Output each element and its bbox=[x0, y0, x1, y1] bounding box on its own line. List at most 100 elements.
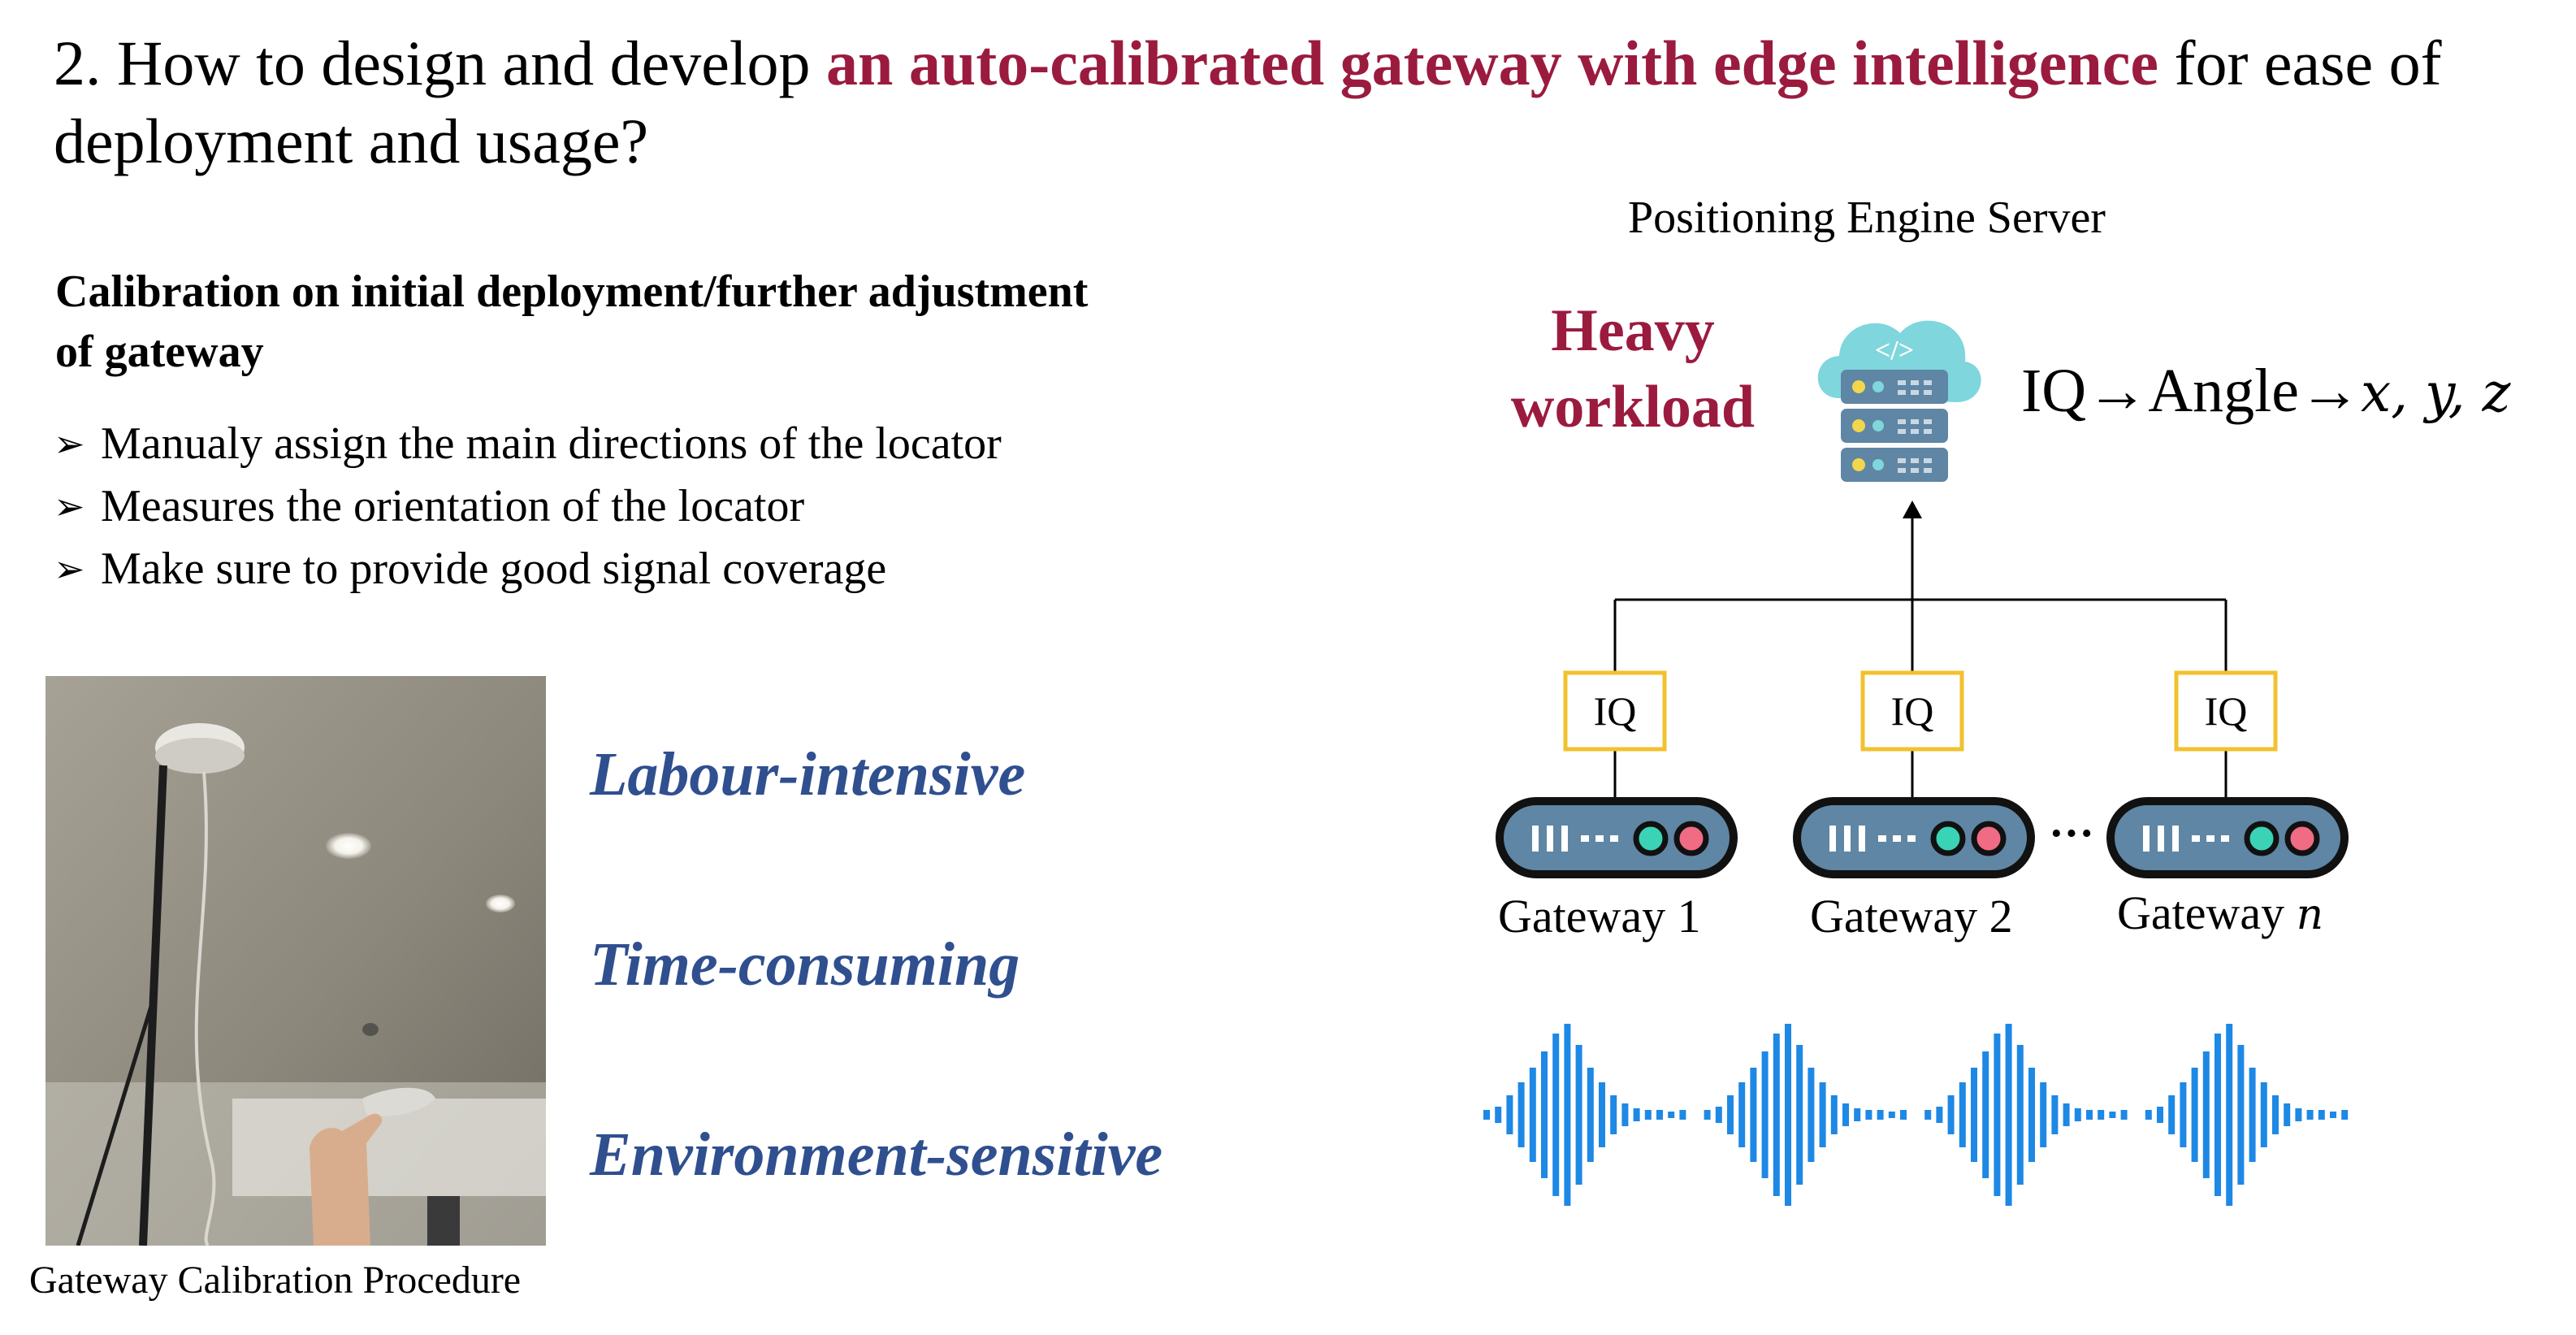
bullet-text: Measures the orientation of the locator bbox=[101, 481, 805, 531]
wave-bar bbox=[1785, 1024, 1791, 1206]
wave-bar bbox=[1656, 1110, 1663, 1120]
formula-sep: , bbox=[2391, 362, 2426, 424]
wave-bar bbox=[2330, 1112, 2336, 1118]
wave-bar bbox=[2120, 1110, 2128, 1120]
wave-bar bbox=[1982, 1051, 1989, 1178]
wave-bar bbox=[2051, 1095, 2059, 1134]
wave-bar bbox=[2295, 1108, 2302, 1121]
formula-arrow-icon: → bbox=[2298, 357, 2361, 425]
signal-wave-icon bbox=[1483, 1024, 2349, 1206]
wave-bar bbox=[1750, 1068, 1757, 1162]
wave-bar bbox=[1819, 1082, 1826, 1147]
wave-bar bbox=[2226, 1024, 2233, 1206]
gateway-network-diagram: IQ IQ IQ ··· bbox=[1483, 501, 2349, 1206]
bullet-text: Make sure to provide good signal coverag… bbox=[101, 544, 887, 594]
server-label: Positioning Engine Server bbox=[1628, 193, 2106, 243]
wave-bar bbox=[1854, 1108, 1861, 1121]
heavy-workload-label: Heavy workload bbox=[1510, 297, 1756, 440]
bullet-text: Manualy assign the main directions of th… bbox=[101, 418, 1002, 469]
wave-bar bbox=[2145, 1110, 2152, 1120]
wave-bar bbox=[1900, 1110, 1907, 1120]
iq-box: IQ bbox=[1860, 670, 1964, 752]
wave-bar bbox=[1633, 1108, 1640, 1121]
gateway-n-symbol: n bbox=[2296, 891, 2324, 939]
wave-bar bbox=[2063, 1103, 2070, 1126]
wave-bar bbox=[1924, 1110, 1932, 1120]
wave-bar bbox=[2005, 1024, 2012, 1206]
calibration-photo bbox=[45, 676, 546, 1246]
formula-x: x bbox=[2360, 362, 2392, 424]
wave-bar bbox=[2040, 1082, 2047, 1147]
slide-title: 2. How to design and develop an auto-cal… bbox=[54, 24, 2539, 180]
title-suffix: for ease of deployment and usage? bbox=[54, 28, 2442, 176]
bullet-arrow-icon: ➢ bbox=[54, 548, 85, 590]
wave-bar bbox=[2074, 1108, 2081, 1121]
wave-bar bbox=[1888, 1112, 1895, 1118]
challenge-labour-intensive: Labour-intensive bbox=[590, 740, 1026, 808]
wave-bar bbox=[1877, 1110, 1884, 1120]
formula-z: z bbox=[2482, 362, 2511, 424]
wave-bar bbox=[2098, 1110, 2105, 1120]
processing-formula: IQ→Angle→x, y, z bbox=[2021, 356, 2510, 427]
wave-bar bbox=[1495, 1107, 1502, 1123]
calibration-photo-drawing bbox=[45, 676, 546, 1246]
wave-bar bbox=[1830, 1095, 1838, 1134]
wave-bar bbox=[1947, 1095, 1955, 1134]
wave-bar bbox=[1668, 1112, 1675, 1118]
formula-sep: , bbox=[2448, 362, 2483, 424]
gateway-icon bbox=[2106, 797, 2349, 878]
bullet-arrow-icon: ➢ bbox=[54, 423, 85, 465]
wave-bar bbox=[2180, 1082, 2187, 1147]
bullet-item: ➢ Make sure to provide good signal covera… bbox=[54, 538, 1002, 600]
iq-box: IQ bbox=[1563, 670, 1667, 752]
wave-bar bbox=[1715, 1107, 1722, 1123]
bullet-item: ➢ Manualy assign the main directions of t… bbox=[54, 413, 1002, 475]
wave-bar bbox=[2157, 1107, 2163, 1123]
gateway-n-prefix: Gateway bbox=[2117, 886, 2297, 939]
wave-bar bbox=[1842, 1103, 1849, 1126]
iq-box: IQ bbox=[2174, 670, 2278, 752]
wave-bar bbox=[2237, 1045, 2245, 1185]
wave-bar bbox=[2214, 1034, 2221, 1196]
wave-bar bbox=[1599, 1082, 1605, 1147]
wave-bar bbox=[1541, 1051, 1548, 1178]
bullet-item: ➢Measures the orientation of the locator bbox=[54, 475, 1002, 538]
wave-bar bbox=[1679, 1110, 1686, 1120]
wave-bar bbox=[2306, 1110, 2314, 1120]
iq-box-label: IQ bbox=[2205, 688, 2248, 734]
gateway-icon bbox=[1496, 797, 1738, 878]
wave-bar bbox=[1808, 1068, 1815, 1162]
svg-text:</>: </> bbox=[1875, 336, 1914, 366]
formula-arrow-icon: → bbox=[2086, 357, 2149, 425]
wave-bar bbox=[1994, 1034, 2001, 1196]
wave-bar bbox=[1552, 1034, 1560, 1196]
wave-bar bbox=[2028, 1068, 2035, 1162]
wave-bar bbox=[1529, 1068, 1536, 1162]
gateway-icon bbox=[1793, 797, 2035, 878]
wave-bar bbox=[2168, 1095, 2176, 1134]
wave-bar bbox=[2109, 1112, 2116, 1118]
wave-bar bbox=[2016, 1045, 2024, 1185]
challenge-environment-sensitive: Environment-sensitive bbox=[590, 1120, 1163, 1189]
uplink-arrowhead-icon bbox=[1903, 501, 1922, 518]
wave-bar bbox=[2284, 1103, 2291, 1126]
wave-bar bbox=[2086, 1110, 2093, 1120]
calibration-bullet-list: ➢ Manualy assign the main directions of t… bbox=[54, 413, 1002, 600]
iq-box-label: IQ bbox=[1594, 688, 1637, 734]
wave-bar bbox=[1727, 1095, 1734, 1134]
wave-bar bbox=[1483, 1110, 1490, 1120]
iq-box-label: IQ bbox=[1891, 688, 1934, 734]
wave-bar bbox=[1704, 1110, 1711, 1120]
wave-bar bbox=[2191, 1068, 2198, 1162]
wave-bar bbox=[2318, 1110, 2325, 1120]
photo-caption: Gateway Calibration Procedure bbox=[29, 1259, 522, 1302]
wave-bar bbox=[1564, 1024, 1571, 1206]
cloud-server-icon: </> bbox=[1817, 320, 1981, 482]
wave-bar bbox=[1936, 1107, 1943, 1123]
wave-bar bbox=[2272, 1095, 2279, 1134]
wave-bar bbox=[1738, 1082, 1746, 1147]
wave-bar bbox=[1575, 1045, 1582, 1185]
calibration-heading: Calibration on initial deployment/furthe… bbox=[55, 267, 1089, 377]
wave-bar bbox=[1865, 1110, 1872, 1120]
wave-bar bbox=[2202, 1051, 2210, 1178]
